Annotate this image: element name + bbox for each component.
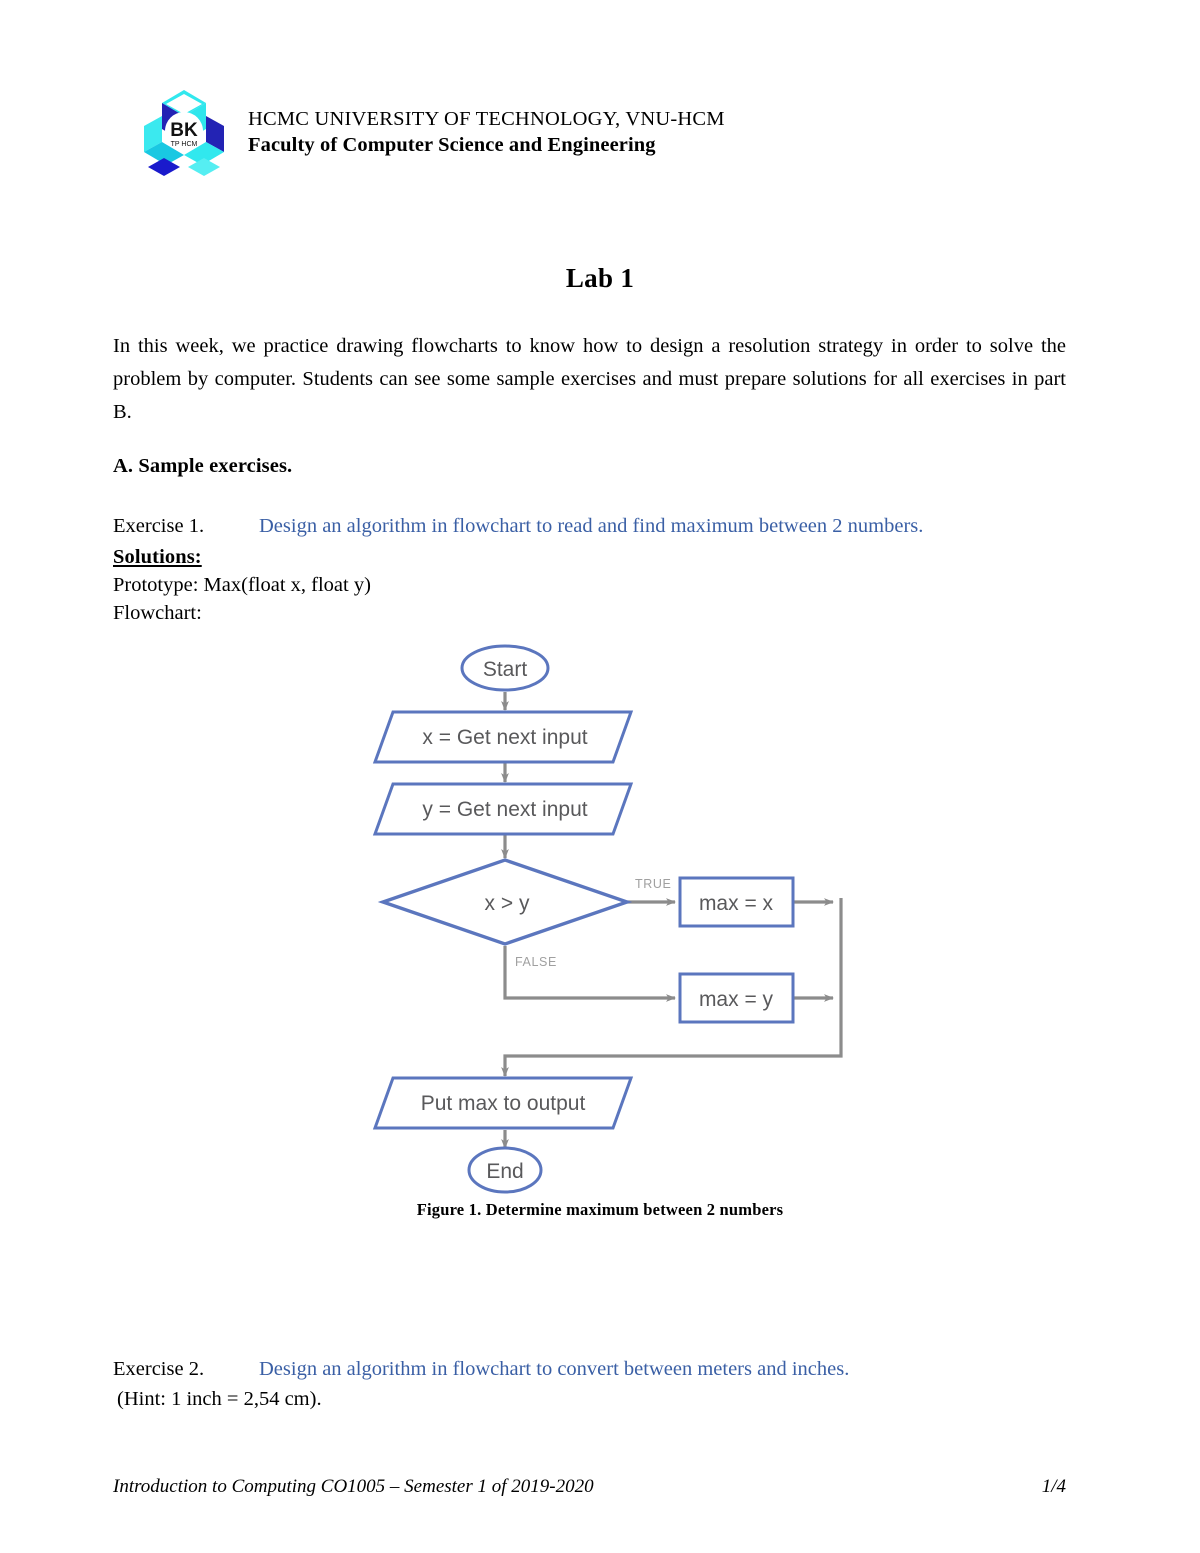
flow-node-start: Start [460, 644, 550, 692]
exercise-1-number: Exercise 1. [113, 515, 205, 537]
flow-node-decision-label: x > y [485, 892, 530, 915]
footer-course-text: Introduction to Computing CO1005 – Semes… [113, 1476, 594, 1497]
flow-node-output-label: Put max to output [421, 1092, 586, 1115]
flow-node-end-label: End [486, 1160, 523, 1183]
flow-node-input-x: x = Get next input [372, 710, 634, 764]
edge-false-to-maxy [503, 946, 676, 1002]
flow-node-max-x: max = x [678, 876, 795, 928]
flow-node-start-label: Start [483, 658, 528, 681]
flow-node-input-y: y = Get next input [372, 782, 634, 836]
exercise-2-line: Exercise 2. Design an algorithm in flowch… [113, 1356, 1073, 1383]
university-name: HCMC UNIVERSITY OF TECHNOLOGY, VNU-HCM [248, 108, 725, 130]
solutions-label: Solutions: [113, 546, 202, 568]
flow-node-input-x-label: x = Get next input [422, 726, 587, 749]
flow-node-decision: x > y [377, 858, 633, 946]
intro-paragraph: In this week, we practice drawing flowch… [113, 335, 1066, 423]
exercise-1-line: Exercise 1. Design an algorithm in flowch… [113, 513, 1073, 540]
header-text-block: HCMC UNIVERSITY OF TECHNOLOGY, VNU-HCM F… [248, 106, 1068, 158]
footer-page-number: 1/4 [1041, 1476, 1066, 1497]
edge-label-false: FALSE [515, 955, 557, 969]
document-header: BK TP HCM HCMC UNIVERSITY OF TECHNOLOGY,… [140, 86, 1080, 186]
exercise-1-description: Design an algorithm in flowchart to read… [259, 515, 924, 537]
page-footer: Introduction to Computing CO1005 – Semes… [113, 1476, 1066, 1498]
flowchart-figure: Start x = Get next input y = Get next in… [355, 636, 875, 1196]
svg-text:TP HCM: TP HCM [171, 141, 198, 148]
edge-join-to-output [501, 898, 843, 1077]
hcmut-bk-logo-icon: BK TP HCM [140, 86, 228, 184]
flow-node-max-y-label: max = y [699, 988, 774, 1011]
flow-node-output: Put max to output [372, 1076, 634, 1130]
flow-node-max-x-label: max = x [699, 892, 774, 915]
flow-node-input-y-label: y = Get next input [422, 798, 587, 821]
flowchart-label: Flowchart: [113, 602, 202, 624]
edge-label-true: TRUE [635, 877, 671, 891]
svg-text:BK: BK [170, 120, 198, 141]
exercise-2-number: Exercise 2. [113, 1358, 205, 1380]
exercise-2-description: Design an algorithm in flowchart to conv… [259, 1358, 850, 1380]
exercise-2-hint: (Hint: 1 inch = 2,54 cm). [117, 1388, 322, 1410]
flow-node-max-y: max = y [678, 972, 795, 1024]
prototype-line: Prototype: Max(float x, float y) [113, 574, 371, 596]
page-title: Lab 1 [565, 263, 635, 293]
figure-caption: Figure 1. Determine maximum between 2 nu… [416, 1200, 784, 1219]
section-a-heading: A. Sample exercises. [113, 455, 293, 477]
flow-node-end: End [467, 1146, 543, 1194]
faculty-name: Faculty of Computer Science and Engineer… [248, 134, 656, 156]
